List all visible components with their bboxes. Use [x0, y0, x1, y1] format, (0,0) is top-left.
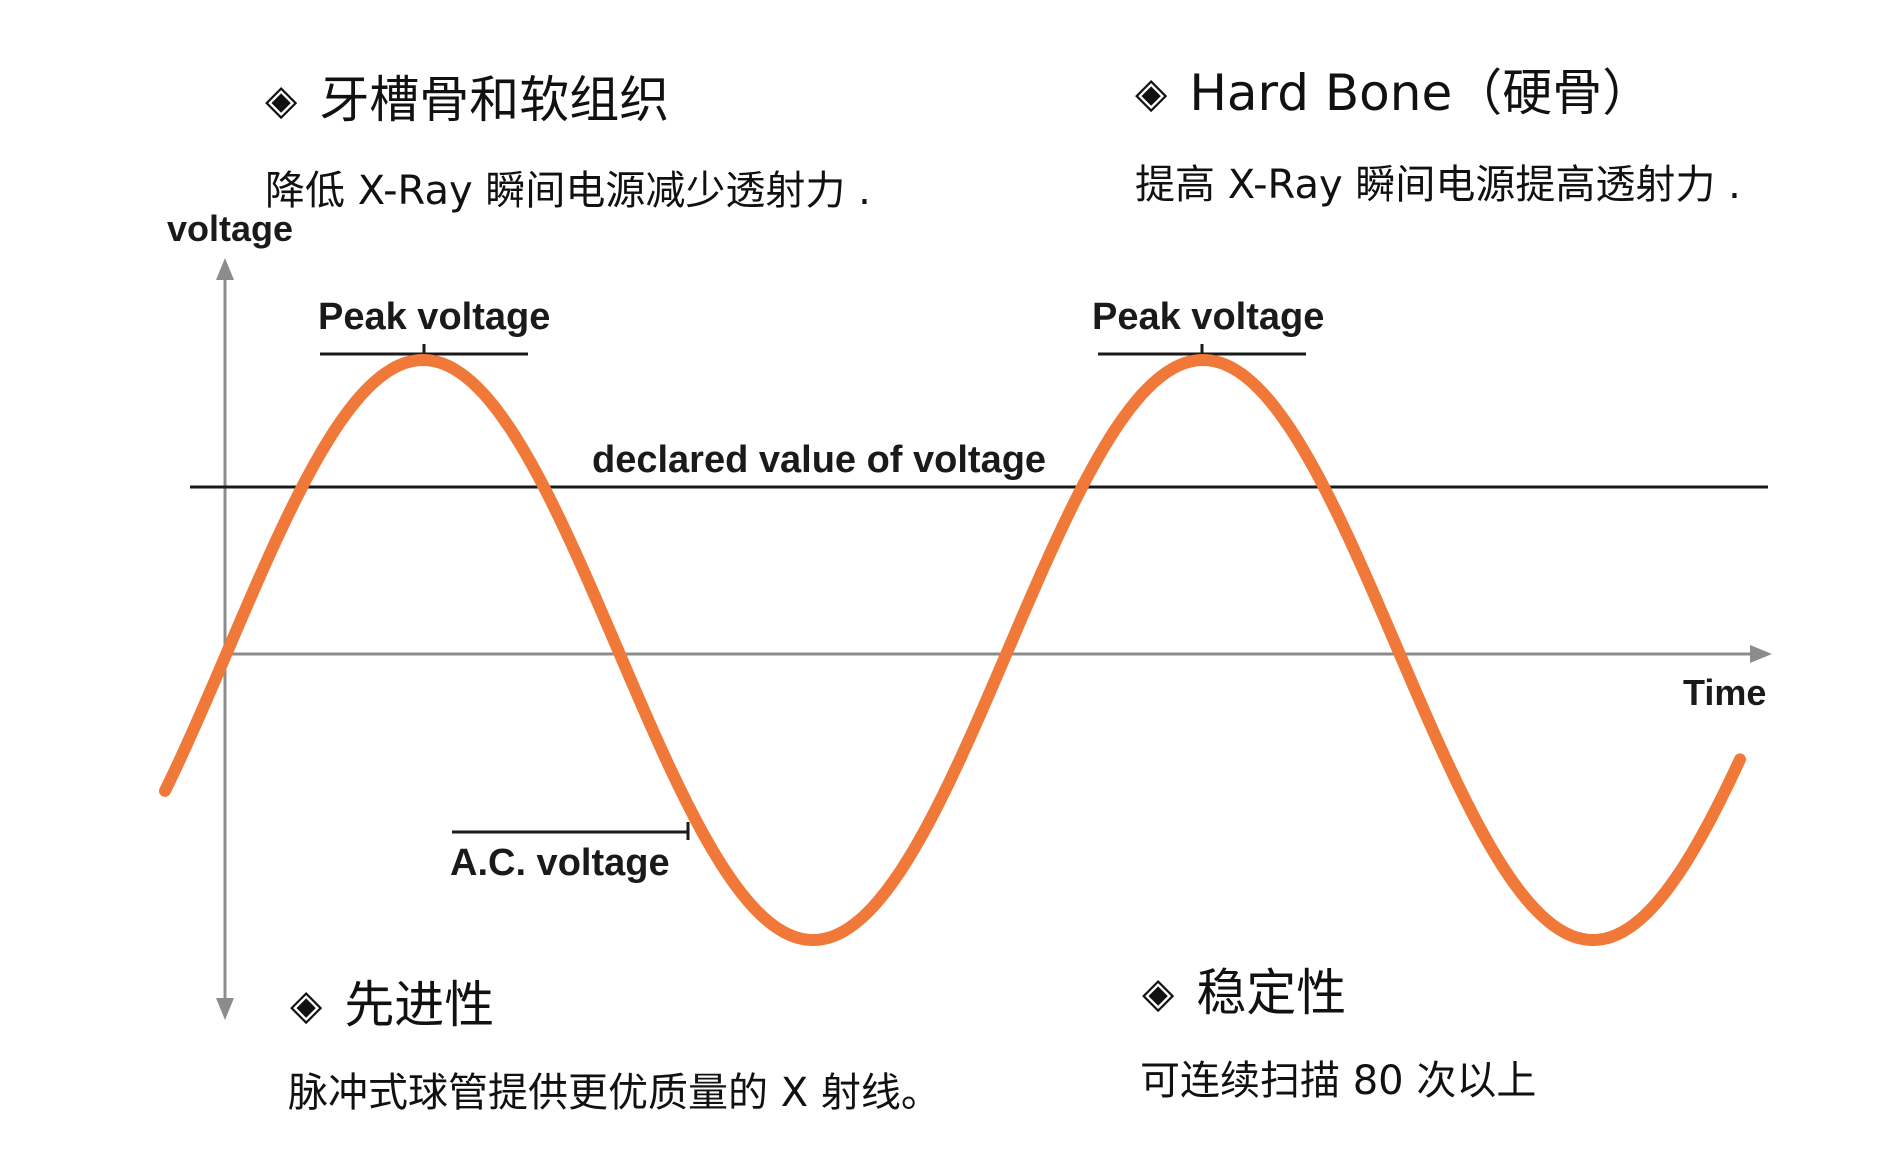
y-axis-arrow-up-icon — [216, 258, 234, 280]
ac-voltage-label: A.C. voltage — [450, 842, 670, 884]
description-advanced: 脉冲式球管提供更优质量的 X 射线。 — [288, 1070, 941, 1116]
section-heading: ◈ 先进性 — [290, 980, 494, 1030]
heading-text-stability: 稳定性 — [1196, 964, 1347, 1022]
heading-text-alveolar-bone: 牙槽骨和软组织 — [319, 71, 670, 129]
diamond-bullet-icon: ◈ — [1135, 68, 1168, 117]
declared-value-label: declared value of voltage — [592, 439, 1046, 481]
diamond-bullet-icon: ◈ — [290, 980, 323, 1029]
section-hard-bone: ◈ Hard Bone（硬骨） — [1135, 68, 1652, 118]
section-heading: ◈ 牙槽骨和软组织 — [265, 75, 669, 125]
section-heading: ◈ 稳定性 — [1142, 968, 1346, 1018]
ac-voltage-waveform — [159, 353, 1746, 947]
section-stability: ◈ 稳定性 — [1142, 968, 1346, 1018]
peak-voltage-label-1: Peak voltage — [318, 296, 550, 338]
section-advanced: ◈ 先进性 — [290, 980, 494, 1030]
peak-voltage-label-2: Peak voltage — [1092, 296, 1324, 338]
y-axis-label: voltage — [167, 208, 293, 249]
diamond-bullet-icon: ◈ — [1142, 968, 1175, 1017]
heading-text-advanced: 先进性 — [344, 976, 495, 1034]
x-axis-label: Time — [1683, 672, 1766, 713]
diamond-bullet-icon: ◈ — [265, 75, 298, 124]
description-stability: 可连续扫描 80 次以上 — [1140, 1058, 1537, 1104]
section-alveolar-bone: ◈ 牙槽骨和软组织 — [265, 75, 669, 125]
y-axis-arrow-down-icon — [216, 998, 234, 1020]
section-heading: ◈ Hard Bone（硬骨） — [1135, 68, 1652, 118]
heading-text-hard-bone: Hard Bone（硬骨） — [1189, 64, 1653, 122]
description-alveolar-bone: 降低 X-Ray 瞬间电源减少透射力 . — [265, 168, 871, 214]
description-hard-bone: 提高 X-Ray 瞬间电源提高透射力 . — [1135, 162, 1741, 208]
x-axis-arrow-right-icon — [1750, 645, 1772, 663]
